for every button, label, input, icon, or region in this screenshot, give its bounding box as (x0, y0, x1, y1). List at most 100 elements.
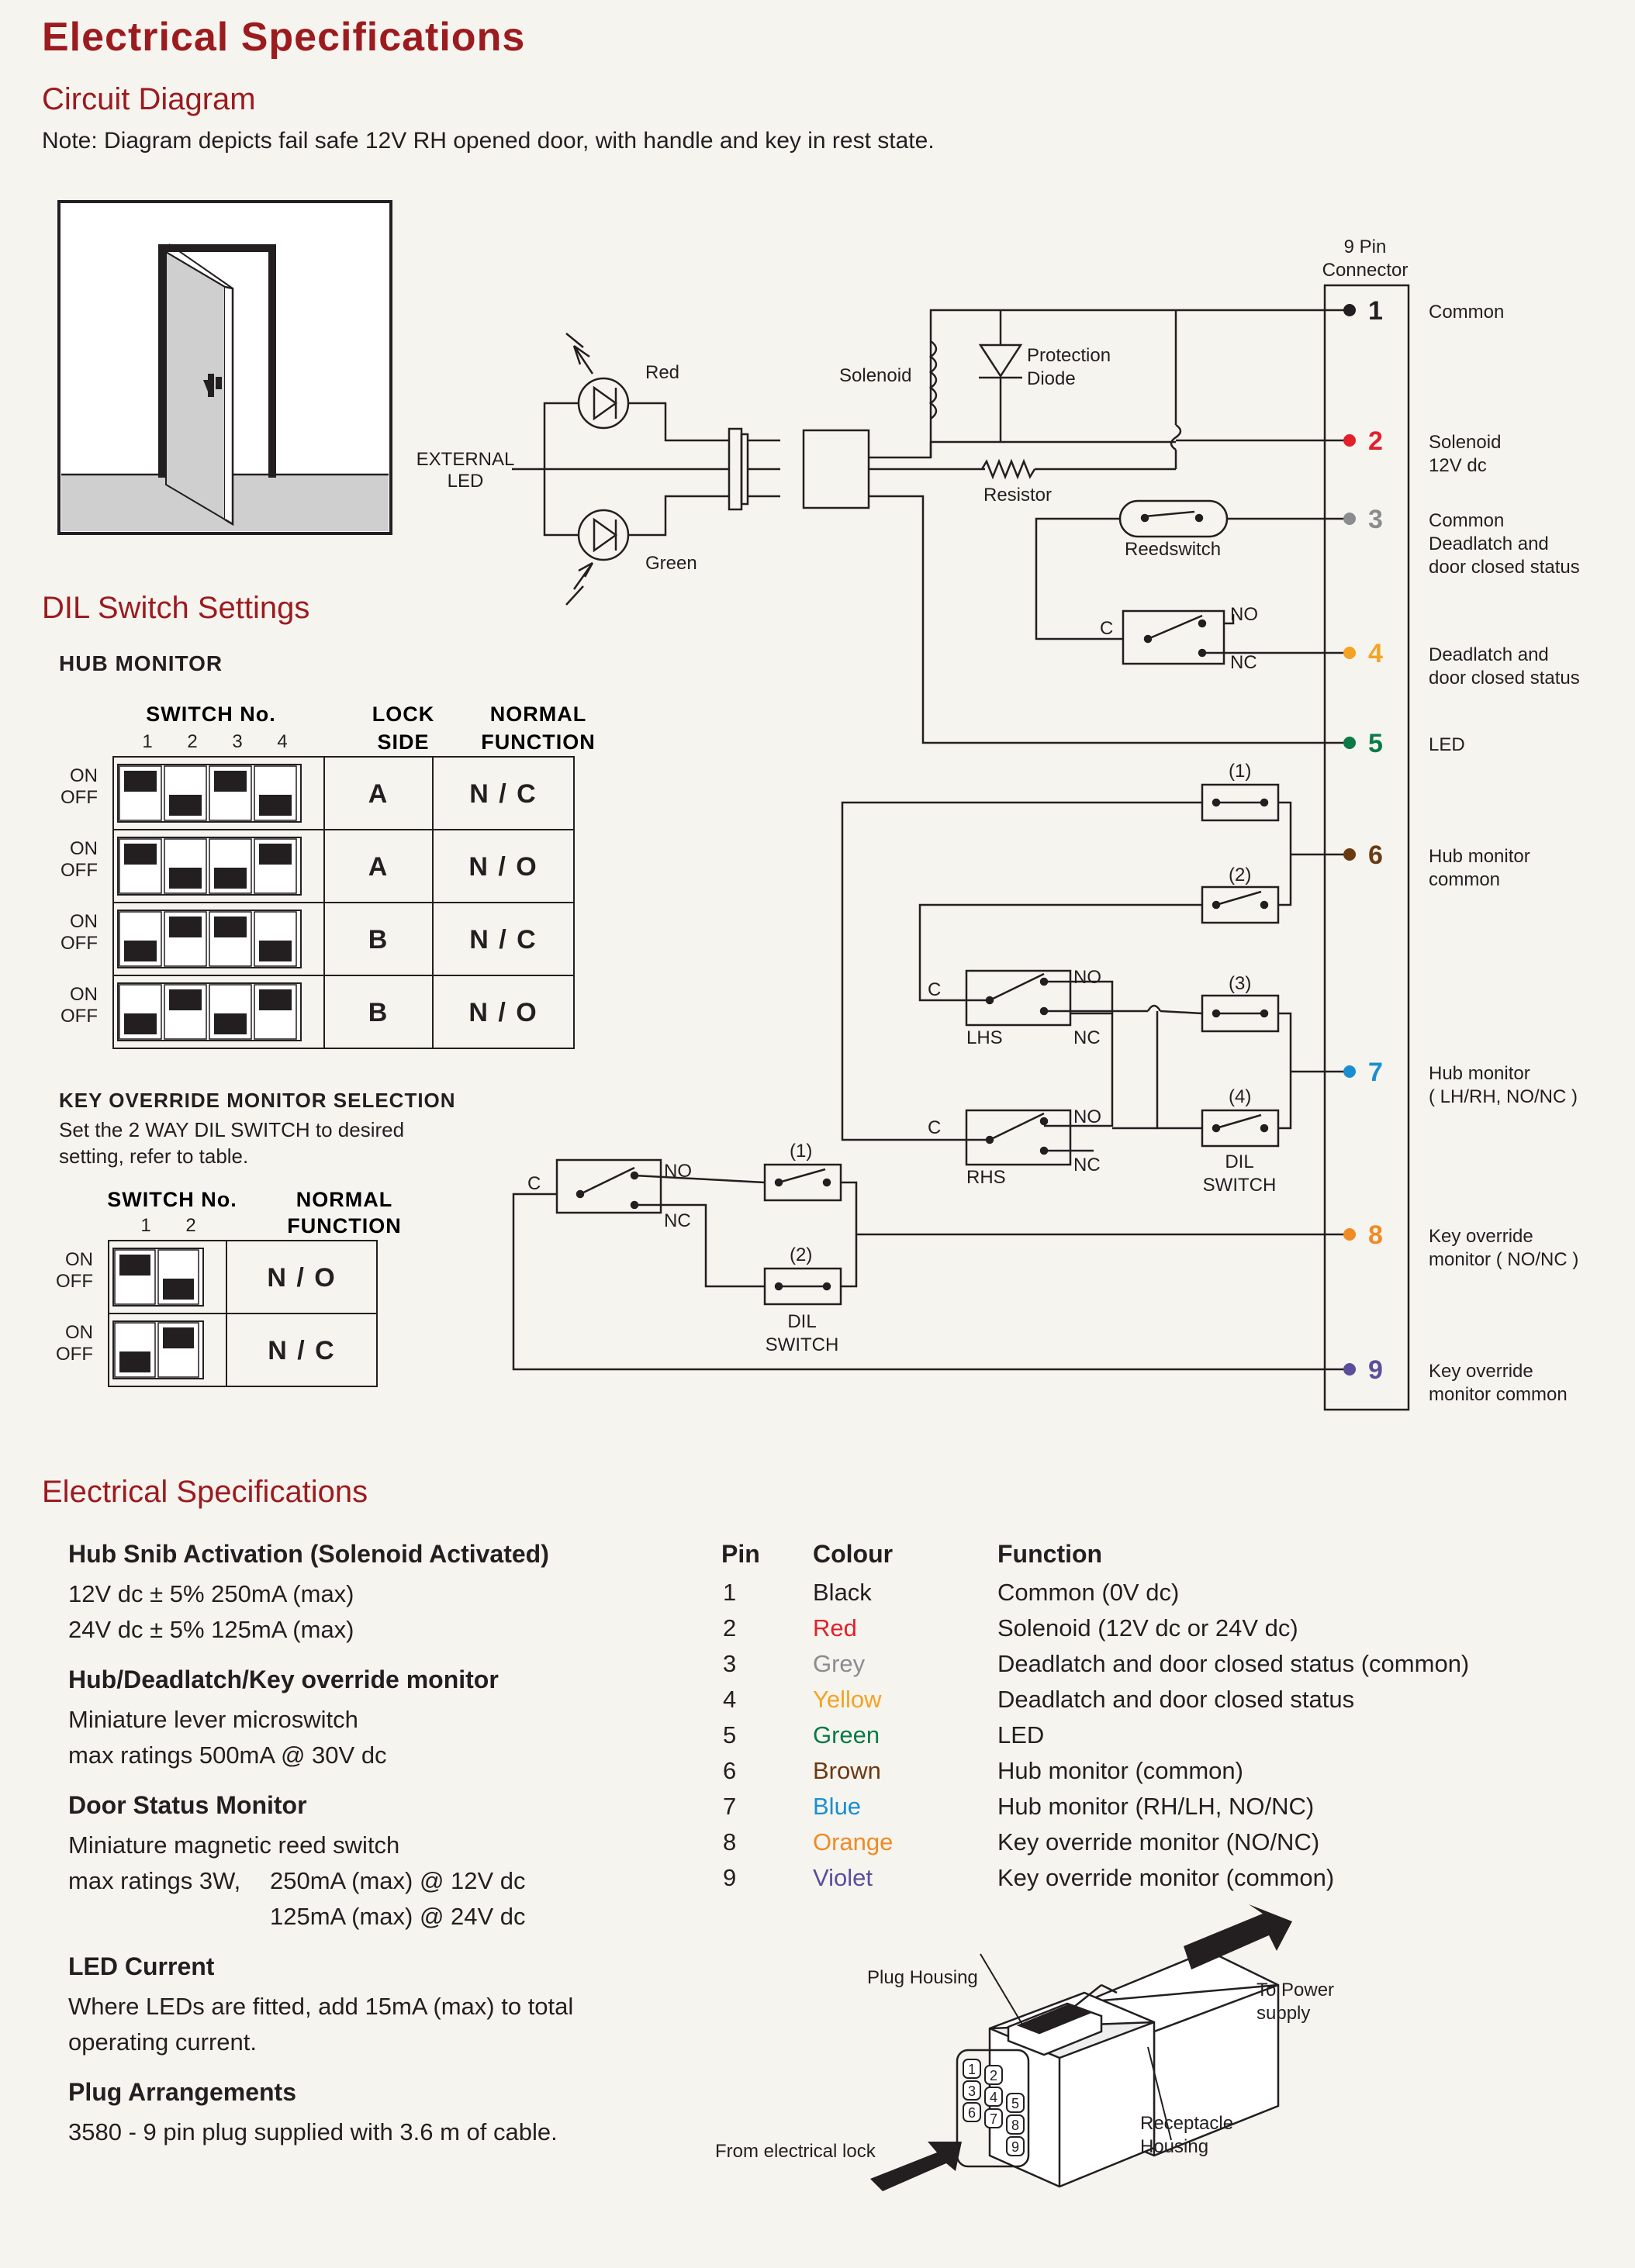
key-c-label: C (527, 1173, 541, 1194)
plug-pin-5-label: 5 (1011, 2096, 1019, 2111)
plug-pin-8 (1006, 2114, 1025, 2135)
pin-7-dot (1343, 1065, 1356, 1078)
pin-4-description: door closed status (1429, 668, 1580, 689)
connector-title-1: 9 Pin (1344, 236, 1387, 257)
dil-settings-title: DIL Switch Settings (42, 591, 310, 625)
hub-normal-function-header-1: NORMAL (490, 702, 586, 726)
door-status-line-2a: max ratings 3W, (68, 1867, 241, 1894)
pin-2-description: 12V dc (1429, 455, 1487, 476)
rhs-nc-label: NC (1073, 1155, 1101, 1175)
hub-row-0-switch-1-on (124, 771, 157, 792)
key-row-0-switch-1-on (119, 1255, 150, 1276)
hub-snib-line-1: 12V dc ± 5% 250mA (max) (68, 1580, 354, 1607)
hub-row-0-normal-function: N / C (469, 779, 537, 809)
hub-row-1-off-label: OFF (60, 860, 98, 881)
pin-table-pin: 1 (723, 1579, 737, 1606)
connector-title-2: Connector (1322, 260, 1409, 281)
hub-row-2-switch-3-on (214, 917, 247, 937)
deadlatch-c-label: C (1100, 618, 1113, 639)
key-sw2-label: (2) (790, 1244, 812, 1265)
pin-table-colour: Grey (813, 1650, 866, 1677)
pin-7-description: ( LH/RH, NO/NC ) (1429, 1086, 1578, 1107)
pin-table-colour: Yellow (813, 1686, 882, 1713)
circuit-diagram-title: Circuit Diagram (42, 82, 256, 116)
monitor-line-1: Miniature lever microswitch (68, 1706, 358, 1733)
plug-pin-8-label: 8 (1011, 2118, 1019, 2133)
hub-row-2-off-label: OFF (60, 933, 98, 954)
pin-4-description: Deadlatch and (1429, 644, 1549, 665)
hub-row-2-switch-4-off (259, 941, 292, 961)
pin-table-colour: Black (813, 1579, 872, 1606)
pin-1-number: 1 (1368, 296, 1383, 326)
plug-pin-1-label: 1 (968, 2062, 976, 2077)
hub-switch-num-3: 3 (232, 731, 242, 752)
pin-5-dot (1343, 737, 1356, 749)
pin-5-number: 5 (1368, 729, 1383, 758)
hub-sw4-label: (4) (1229, 1086, 1251, 1107)
pin-7-description: Hub monitor (1429, 1063, 1530, 1084)
hub-row-2-on-label: ON (70, 911, 98, 932)
pin-table-pin: 9 (723, 1864, 737, 1891)
plug-pin-3-label: 3 (968, 2083, 976, 2099)
hub-monitor-circuit (841, 783, 1350, 1166)
pin-3-description: Deadlatch and (1429, 533, 1549, 554)
door-status-line-1: Miniature magnetic reed switch (68, 1831, 400, 1859)
pin-table-function: Common (0V dc) (997, 1579, 1180, 1606)
pin-table-function: Deadlatch and door closed status (common… (997, 1650, 1470, 1677)
hub-row-1-normal-function: N / O (468, 852, 538, 882)
pin-table-pin: 6 (723, 1757, 737, 1784)
door-illustration (57, 200, 392, 535)
pin-table-colour: Red (813, 1614, 857, 1641)
hub-row-2-switch-2-on (169, 917, 202, 937)
plug-pin-4 (984, 2087, 1003, 2107)
door-status-line-2b: 250mA (max) @ 12V dc (270, 1867, 526, 1894)
external-led (512, 333, 870, 606)
plug-illustration (870, 1904, 1292, 2191)
hub-switch-no-header: SWITCH No. (146, 702, 275, 726)
specs-title: Electrical Specifications (42, 1475, 368, 1509)
hub-switch-num-4: 4 (277, 731, 287, 752)
hub-row-0-switch-4-off (259, 795, 292, 816)
hub-monitor-heading: HUB MONITOR (59, 651, 223, 675)
key-row-1-switch-2-on (163, 1327, 194, 1348)
pin-3-description: Common (1429, 510, 1504, 531)
pin-header: Pin (721, 1540, 760, 1568)
plug-pin-3 (963, 2080, 981, 2101)
protection-diode-label-2: Diode (1027, 368, 1076, 389)
hub-row-3-switch-4-on (259, 989, 292, 1010)
key-dil-label-1: DIL (787, 1311, 816, 1332)
plug-pin-6-label: 6 (968, 2105, 976, 2121)
external-led-label-2: LED (448, 471, 484, 492)
pin-6-dot (1343, 848, 1356, 861)
to-power-label-1: To Power (1256, 1980, 1334, 2000)
pin-table-colour: Orange (813, 1828, 894, 1855)
pin-table-function: Key override monitor (common) (997, 1864, 1335, 1891)
pin-table-function: Deadlatch and door closed status (997, 1686, 1355, 1713)
hub-snib-heading: Hub Snib Activation (Solenoid Activated) (68, 1540, 549, 1568)
pin-6-number: 6 (1368, 841, 1383, 870)
hub-row-3-lock-side: B (368, 998, 389, 1027)
key-override-note-1: Set the 2 WAY DIL SWITCH to desired (59, 1118, 405, 1141)
plug-arrangements-line: 3580 - 9 pin plug supplied with 3.6 m of… (68, 2118, 558, 2145)
hub-sw1-label: (1) (1229, 761, 1251, 782)
hub-row-0-switch-3-on (214, 771, 247, 792)
pin-table-function: Hub monitor (common) (997, 1757, 1243, 1784)
pin-table-pin: 8 (723, 1828, 737, 1855)
key-row-0-normal-function: N / O (267, 1263, 336, 1293)
key-row-1-normal-function: N / C (268, 1336, 335, 1365)
lhs-c-label: C (928, 979, 941, 1000)
deadlatch-no-label: NO (1230, 604, 1258, 625)
key-switch-no-header: SWITCH No. (107, 1188, 237, 1211)
key-dil-label-2: SWITCH (766, 1334, 839, 1355)
hub-row-2-normal-function: N / C (469, 925, 537, 954)
plug-pin-9-label: 9 (1011, 2139, 1019, 2155)
pin-3-dot (1343, 513, 1356, 525)
diagram-note: Note: Diagram depicts fail safe 12V RH o… (42, 128, 935, 154)
pin-table-function: Hub monitor (RH/LH, NO/NC) (997, 1793, 1315, 1820)
protection-diode-label-1: Protection (1027, 345, 1111, 366)
pin-table-function: LED (997, 1721, 1045, 1748)
